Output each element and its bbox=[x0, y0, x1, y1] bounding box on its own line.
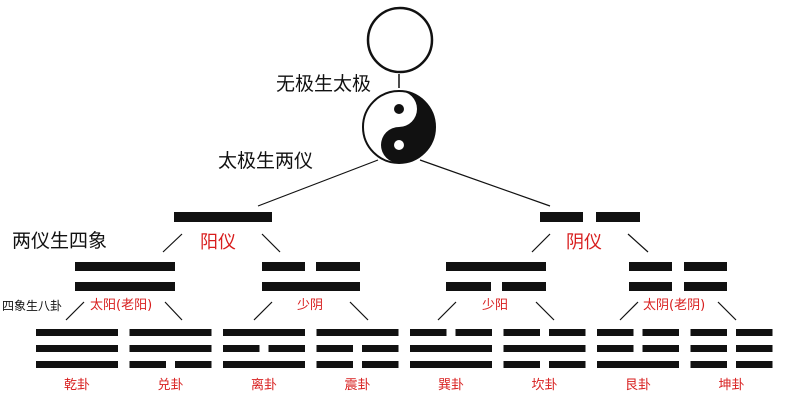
label-wuji-to-taiji: 无极生太极 bbox=[276, 73, 371, 95]
yang-line bbox=[316, 329, 399, 336]
branch-taiyang-left bbox=[65, 301, 85, 321]
label-xiang-to-gua: 四象生八卦 bbox=[2, 299, 62, 313]
yin-line-segment bbox=[642, 345, 679, 352]
branch-yin-right bbox=[627, 233, 649, 253]
yang-line bbox=[36, 345, 118, 352]
yin-line-segment bbox=[690, 345, 727, 352]
xiang-shaoyang-symbol bbox=[446, 262, 546, 291]
yin-line-segment bbox=[362, 361, 399, 368]
yang-line bbox=[36, 329, 118, 336]
gua-label: 兑卦 bbox=[157, 378, 183, 393]
wuji-circle bbox=[366, 6, 434, 74]
trigram-1: 乾卦 bbox=[36, 329, 118, 393]
gua-label: 坎卦 bbox=[531, 378, 557, 393]
yang-line bbox=[503, 345, 586, 352]
trigram-4: 震卦 bbox=[316, 329, 399, 393]
yin-line-segment bbox=[736, 345, 773, 352]
yin-line-segment bbox=[223, 345, 260, 352]
yin-line-segment bbox=[316, 361, 353, 368]
branch-taiyin-right bbox=[717, 301, 737, 321]
xiang-taiyin-symbol bbox=[629, 262, 727, 291]
branch-taiyang-right bbox=[164, 301, 183, 321]
xiang-shaoyin-symbol bbox=[262, 262, 360, 291]
branch-taiji-left bbox=[257, 159, 379, 207]
gua-label: 艮卦 bbox=[625, 378, 651, 393]
trigram-5: 巽卦 bbox=[410, 329, 492, 393]
gua-label: 震卦 bbox=[344, 378, 370, 393]
trigram-6: 坎卦 bbox=[503, 329, 586, 393]
yin-line-segment bbox=[316, 345, 353, 352]
yang-line bbox=[223, 329, 305, 336]
yin-line-segment bbox=[690, 361, 727, 368]
label-yang-yi: 阳仪 bbox=[200, 232, 236, 253]
yin-line-segment bbox=[362, 345, 399, 352]
yang-line bbox=[36, 361, 118, 368]
gua-label: 巽卦 bbox=[438, 378, 464, 393]
eight-trigrams: 乾卦 兑卦 离卦 震卦 巽卦 坎卦 艮卦 坤卦 bbox=[36, 329, 773, 393]
yin-line-segment bbox=[455, 329, 492, 336]
branch-taiyin-left bbox=[619, 301, 639, 321]
taiji-yin-yang-icon bbox=[362, 90, 436, 164]
yin-line-segment bbox=[503, 329, 540, 336]
yin-line-segment bbox=[268, 345, 305, 352]
yang-line bbox=[129, 329, 212, 336]
branch-yin-left bbox=[531, 233, 551, 253]
trigram-3: 离卦 bbox=[223, 329, 305, 393]
yang-yi-line bbox=[174, 212, 272, 222]
yin-line-segment bbox=[549, 361, 586, 368]
yin-yi-line-left bbox=[540, 212, 583, 222]
branch-shaoyang-left bbox=[437, 301, 457, 321]
xiang-taiyang-symbol bbox=[75, 262, 175, 291]
yin-line-segment bbox=[597, 329, 634, 336]
branch-shaoyin-right bbox=[349, 301, 369, 321]
gua-label: 乾卦 bbox=[64, 378, 90, 393]
branch-yang-right bbox=[261, 233, 281, 253]
label-xiang-taiyang: 太阳(老阳) bbox=[90, 298, 152, 313]
label-taiji-to-yi: 太极生两仪 bbox=[218, 150, 313, 172]
yin-line-segment bbox=[410, 329, 447, 336]
branch-taiji-right bbox=[419, 159, 551, 207]
label-yi-to-xiang: 两仪生四象 bbox=[12, 230, 107, 252]
yin-line-segment bbox=[736, 329, 773, 336]
gua-label: 离卦 bbox=[251, 377, 277, 393]
yin-line-segment bbox=[503, 361, 540, 368]
branch-shaoyin-left bbox=[253, 301, 273, 321]
yin-line-segment bbox=[736, 361, 773, 368]
trigram-7: 艮卦 bbox=[597, 329, 679, 393]
label-yin-yi: 阴仪 bbox=[566, 232, 602, 253]
yin-yi-line-right bbox=[596, 212, 640, 222]
yin-line-segment bbox=[597, 345, 634, 352]
yang-line bbox=[410, 345, 492, 352]
yin-line-segment bbox=[129, 361, 166, 368]
trigram-8: 坤卦 bbox=[690, 329, 773, 393]
yin-line-segment bbox=[175, 361, 212, 368]
yin-line-segment bbox=[549, 329, 586, 336]
yin-line-segment bbox=[690, 329, 727, 336]
yin-line-segment bbox=[642, 329, 679, 336]
label-xiang-shaoyin: 少阴 bbox=[297, 298, 323, 313]
yang-line bbox=[597, 361, 679, 368]
yang-line bbox=[223, 361, 305, 368]
yang-line bbox=[129, 345, 212, 352]
trigram-2: 兑卦 bbox=[129, 329, 212, 393]
branch-yang-left bbox=[162, 233, 183, 253]
branch-shaoyang-right bbox=[535, 301, 555, 321]
yang-line bbox=[410, 361, 492, 368]
label-xiang-shaoyang: 少阳 bbox=[482, 298, 508, 313]
gua-label: 坤卦 bbox=[718, 378, 744, 393]
label-xiang-taiyin: 太阴(老阴) bbox=[643, 298, 705, 313]
